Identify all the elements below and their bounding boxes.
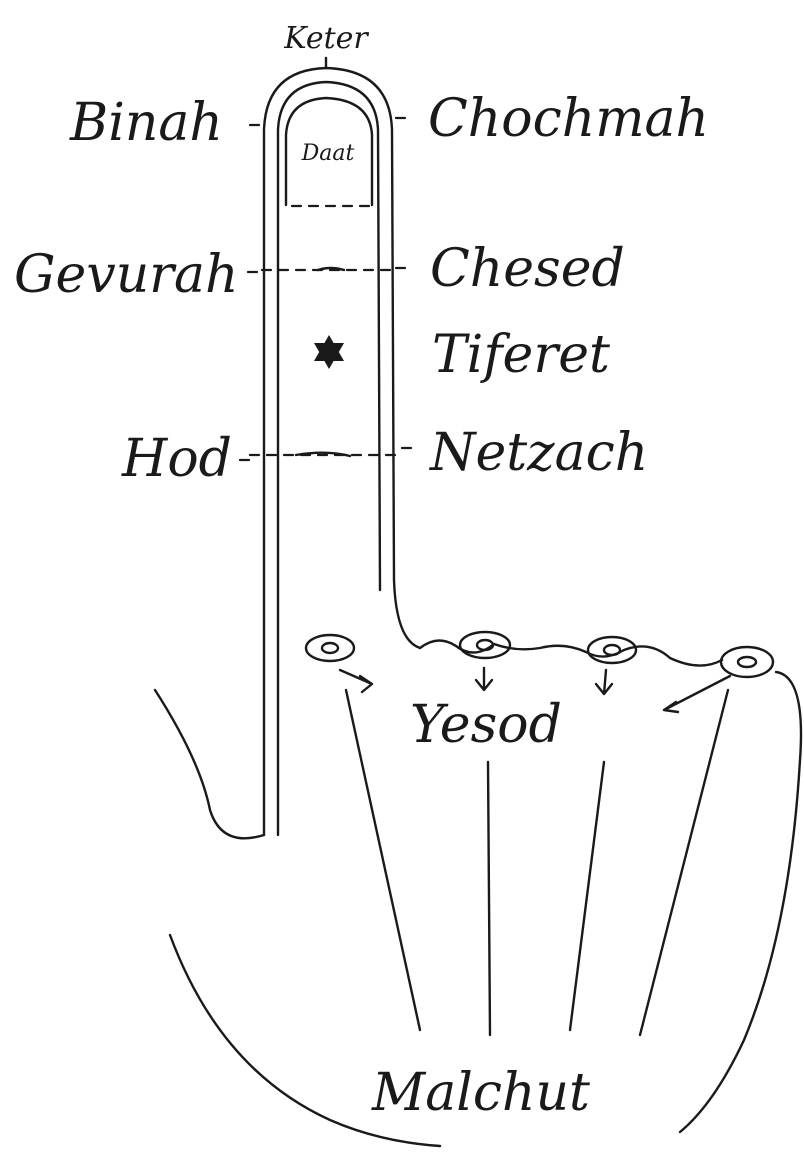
palm-left-edge [168, 933, 442, 1148]
knuckle-circle-4 [719, 645, 775, 679]
arrow-2 [474, 666, 494, 692]
knuckle-circle-3 [586, 635, 638, 665]
arrow-3 [594, 668, 614, 696]
yesod-label: Yesod [410, 695, 562, 755]
daat-label: Daat [301, 141, 355, 166]
palm-line-1 [344, 688, 422, 1032]
chesed-label: Chesed [430, 239, 625, 299]
chochmah-label: Chochmah [428, 89, 709, 149]
finger-outline [262, 66, 422, 837]
gevurah-label: Gevurah [14, 245, 239, 305]
upper-knuckle-mark [316, 266, 346, 272]
palm-line-2 [486, 760, 492, 1037]
knuckle-circle-1 [304, 633, 356, 663]
palm-line-3 [568, 760, 606, 1032]
arrow-1 [338, 668, 374, 694]
hod-label: Hod [121, 429, 232, 489]
arrow-4 [662, 674, 732, 714]
thumb-outline [153, 688, 266, 840]
palm-line-4 [638, 688, 730, 1037]
knuckle-circle-2 [458, 630, 512, 660]
keter-label: Keter [283, 21, 369, 56]
lower-knuckle-mark [294, 451, 352, 458]
tiferet-label: Tiferet [432, 325, 610, 385]
binah-label: Binah [69, 93, 223, 153]
fingernail [284, 96, 374, 207]
star-of-david-icon [314, 335, 344, 369]
folded-fingers-line [418, 639, 724, 667]
palm-right-edge [678, 670, 803, 1134]
netzach-label: Netzach [428, 423, 648, 483]
finger-inner-left-edge [276, 80, 382, 837]
malchut-label: Malchut [371, 1063, 590, 1123]
